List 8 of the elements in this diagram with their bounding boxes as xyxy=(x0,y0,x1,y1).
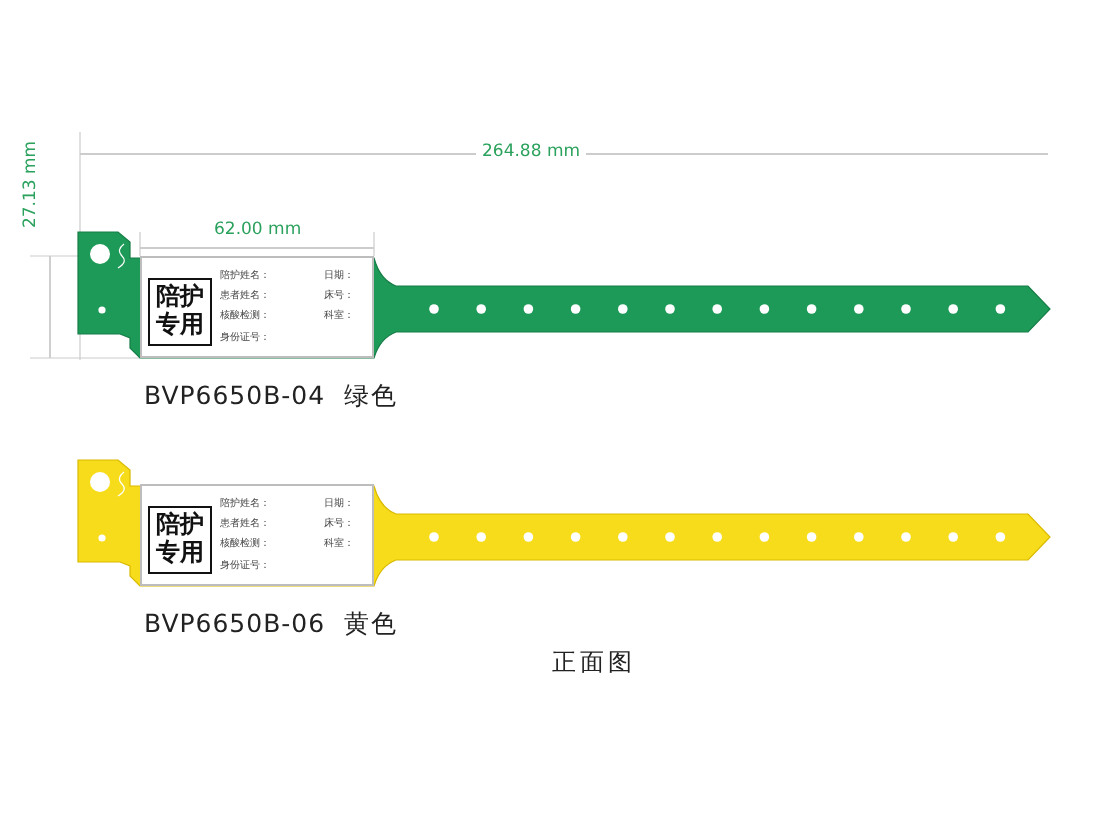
model-label: BVP6650B-04 绿色 xyxy=(144,384,399,409)
stamp-label: 陪护专用 xyxy=(148,278,212,346)
model-label: BVP6650B-06 黄色 xyxy=(144,612,399,637)
stamp-label: 陪护专用 xyxy=(148,506,212,574)
dimension-label: 264.88 mm xyxy=(476,144,587,161)
caption: 正面图 xyxy=(552,650,636,674)
dimension-label: 62.00 mm xyxy=(214,222,302,239)
dimension-label: 27.13 mm xyxy=(23,140,41,229)
